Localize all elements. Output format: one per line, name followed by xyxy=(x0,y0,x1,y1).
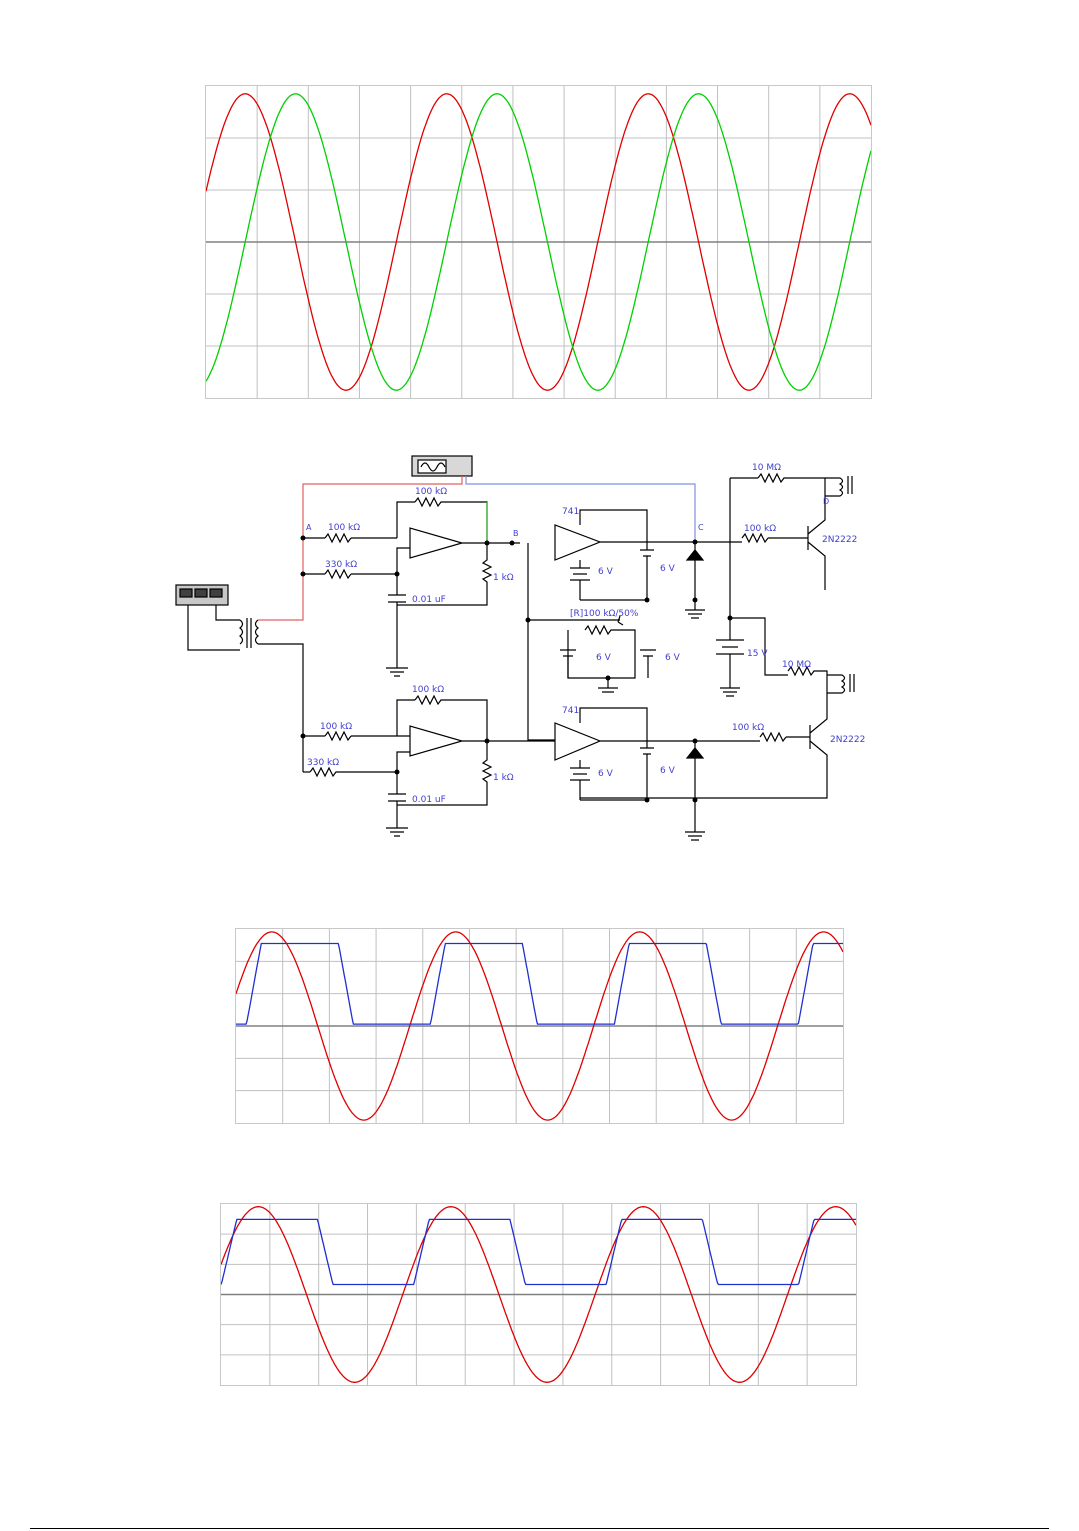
page-footer-rule xyxy=(30,1528,1049,1529)
blue-trace xyxy=(236,944,843,1025)
resistor-label: 100 kΩ xyxy=(744,524,776,534)
supply-label: 6 V xyxy=(665,653,681,663)
plot-area xyxy=(221,1204,856,1385)
resistor-label: 330 kΩ xyxy=(307,758,339,768)
node-label-c: C xyxy=(698,523,704,532)
capacitor-label: 0.01 uF xyxy=(412,795,446,805)
resistor-label: 100 kΩ xyxy=(415,487,447,497)
resistor-label: 330 kΩ xyxy=(325,560,357,570)
plot-area xyxy=(206,86,871,398)
blue-trace xyxy=(221,1219,856,1284)
node-label-a: A xyxy=(306,523,312,532)
resistor-label: 10 MΩ xyxy=(752,463,781,473)
supply-label: 6 V xyxy=(660,766,676,776)
node-label-b: B xyxy=(513,529,519,538)
plot-area xyxy=(236,929,843,1123)
node-label-d: D xyxy=(823,497,829,506)
potentiometer-label: [R]100 kΩ/50% xyxy=(570,609,639,619)
capacitor-label: 0.01 uF xyxy=(412,595,446,605)
resistor-label: 100 kΩ xyxy=(328,523,360,533)
supply-label: 6 V xyxy=(598,567,614,577)
resistor-label: 100 kΩ xyxy=(412,685,444,695)
supply-label: 6 V xyxy=(598,769,614,779)
transistor-label: 2N2222 xyxy=(830,735,865,745)
grid xyxy=(236,929,843,1123)
opamp-label: 741 xyxy=(562,507,579,517)
transistor-label: 2N2222 xyxy=(822,535,857,545)
supply-label: 6 V xyxy=(660,564,676,574)
supply-label: 6 V xyxy=(596,653,612,663)
grid xyxy=(206,86,871,398)
grid xyxy=(221,1204,856,1385)
resistor-label: 1 kΩ xyxy=(493,573,514,583)
scope-plot-sine-pair xyxy=(205,85,872,399)
resistor-label: 10 MΩ xyxy=(782,660,811,670)
scope-plot-square-1 xyxy=(235,928,844,1124)
resistor-label: 1 kΩ xyxy=(493,773,514,783)
circuit-schematic: A B C D 100 kΩ 100 kΩ 330 kΩ 1 kΩ 0.01 u… xyxy=(160,450,880,850)
scope-plot-square-2 xyxy=(220,1203,857,1386)
opamp-label: 741 xyxy=(562,706,579,716)
supply-label: 15 V xyxy=(747,649,768,659)
resistor-label: 100 kΩ xyxy=(320,722,352,732)
resistor-label: 100 kΩ xyxy=(732,723,764,733)
